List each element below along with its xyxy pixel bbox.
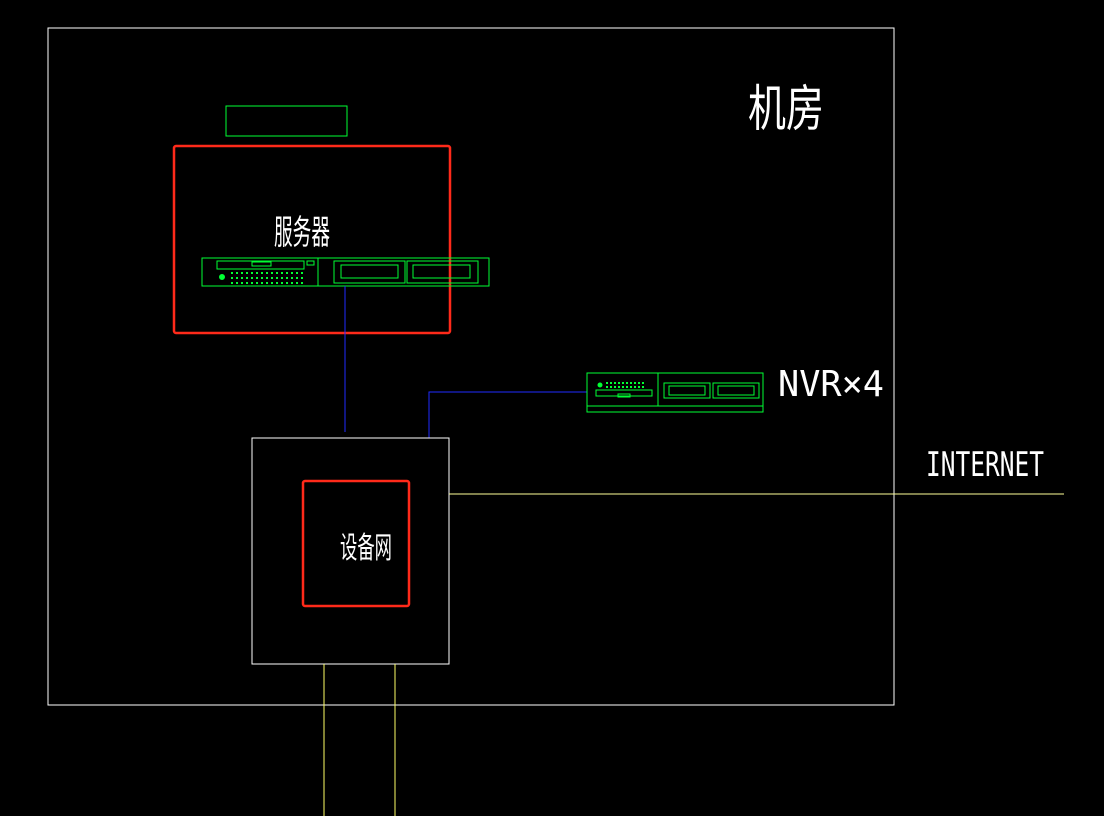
server-tag-box (225, 105, 348, 137)
device-network-highlight-frame (301, 479, 411, 608)
nvr-to-switch-link (428, 391, 587, 438)
nvr-vent-dots (606, 382, 644, 388)
server-highlight-frame (172, 144, 452, 335)
device-network-label: 设备网 (340, 531, 392, 566)
server-rack-unit (201, 257, 490, 287)
device-network-enclosure (251, 437, 450, 665)
room-label: 机房 (748, 80, 824, 138)
nvr-rack-unit (586, 372, 764, 413)
internet-label: INTERNET (926, 445, 1044, 485)
room-boundary (47, 27, 895, 706)
nvr-label: NVR×4 (778, 364, 884, 405)
server-vent-dots (231, 272, 303, 284)
server-label: 服务器 (274, 213, 330, 253)
